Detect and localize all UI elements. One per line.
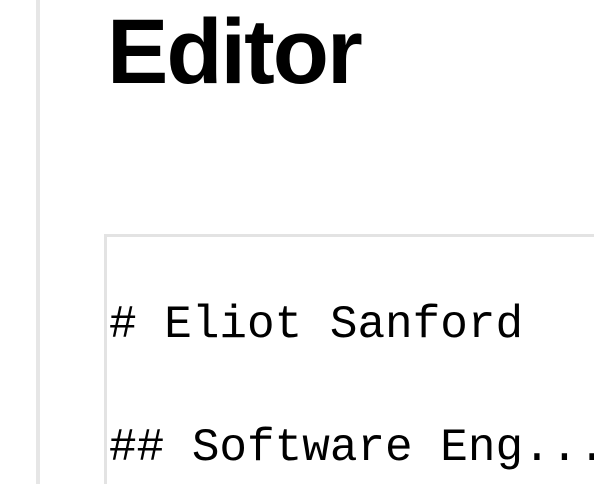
editor-line-subheading[interactable]: ## Software Eng... [109,422,594,474]
left-border [36,0,40,484]
editor-content[interactable]: # Eliot Sanford ## Software Eng... [109,237,594,473]
page-title: Editor [107,1,363,103]
markdown-editor[interactable]: # Eliot Sanford ## Software Eng... [104,234,594,484]
editor-line-heading[interactable]: # Eliot Sanford [109,299,524,351]
